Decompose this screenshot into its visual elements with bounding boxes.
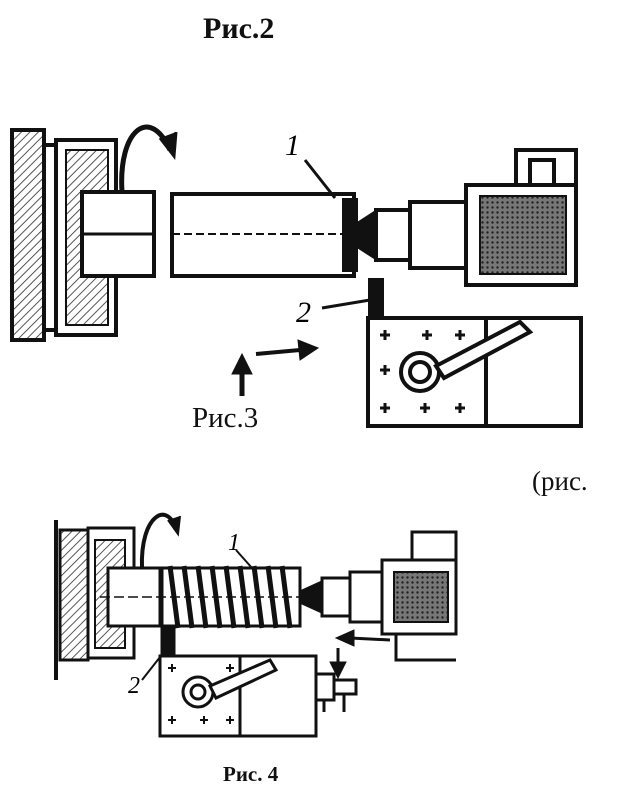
feed-arrows-lower — [329, 629, 391, 680]
leader-lines-upper — [303, 159, 371, 310]
figure-2-title: Рис.2 — [203, 12, 275, 45]
feed-arrows-upper — [231, 339, 320, 396]
part-label-2-upper: 2 — [296, 296, 311, 329]
side-note: (рис. — [532, 466, 588, 496]
headstock-lower — [54, 520, 162, 680]
figure-3-caption: Рис.3 — [192, 402, 259, 434]
carriage-markers-upper — [380, 330, 465, 413]
rotation-arrow-lower — [139, 512, 181, 569]
leader-lines-lower — [141, 549, 253, 681]
tailstock-upper — [354, 148, 578, 287]
part-label-2-lower: 2 — [128, 673, 140, 699]
rotation-arrow-upper — [119, 124, 178, 193]
tailstock-lower — [298, 530, 458, 662]
tool-carriage-lower — [158, 626, 358, 738]
part-label-1-upper: 1 — [285, 129, 300, 162]
part-label-1-lower: 1 — [228, 530, 240, 556]
figure-4-caption: Рис. 4 — [223, 762, 279, 786]
workpiece-upper — [170, 192, 358, 278]
tool-carriage-upper — [366, 278, 583, 428]
headstock-upper — [10, 128, 156, 342]
carriage-markers-lower — [168, 664, 234, 724]
